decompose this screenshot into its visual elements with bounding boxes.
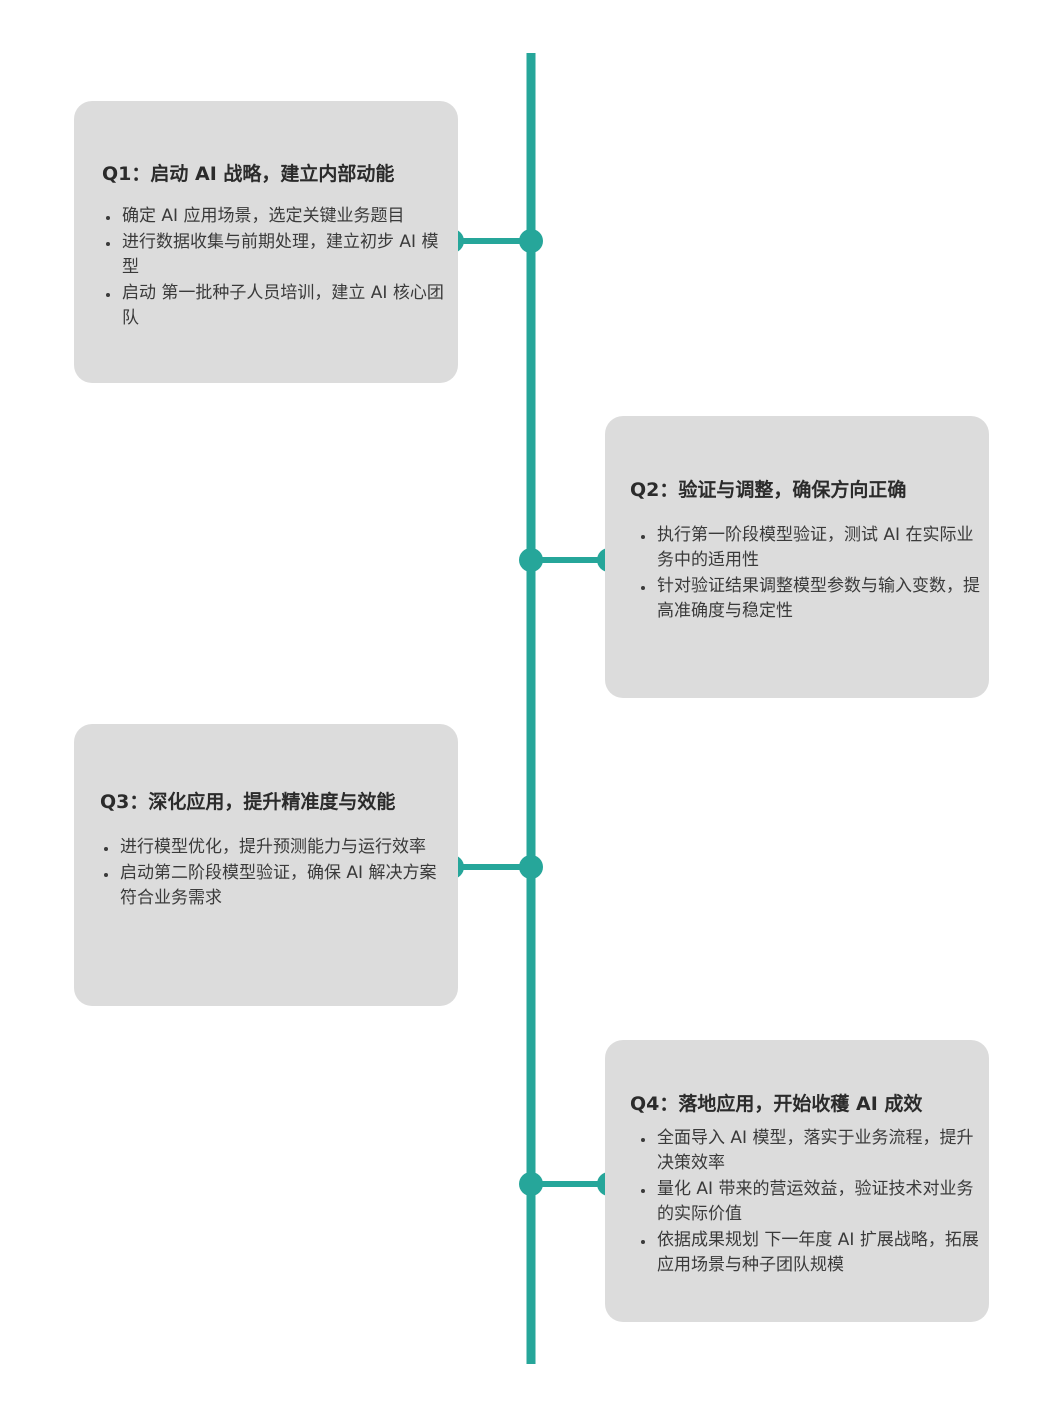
- phase-bullet-list: 全面导入 AI 模型，落实于业务流程，提升决策效率 量化 AI 带来的营运效益，…: [635, 1126, 990, 1279]
- phase-bullet: 启动 第一批种子人员培训，建立 AI 核心团队: [120, 281, 455, 331]
- phase-title: Q1：启动 AI 战略，建立内部动能: [102, 163, 395, 185]
- phase-bullet: 进行模型优化，提升预测能力与运行效率: [118, 835, 453, 860]
- phase-card-q3: Q3：深化应用，提升精准度与效能 进行模型优化，提升预测能力与运行效率 启动第二…: [74, 724, 458, 1006]
- phase-bullet: 全面导入 AI 模型，落实于业务流程，提升决策效率: [655, 1126, 990, 1176]
- phase-card-q1: Q1：启动 AI 战略，建立内部动能 确定 AI 应用场景，选定关键业务题目 进…: [74, 101, 458, 383]
- phase-bullet: 确定 AI 应用场景，选定关键业务题目: [120, 204, 455, 229]
- phase-bullet: 依据成果规划 下一年度 AI 扩展战略，拓展应用场景与种子团队规模: [655, 1228, 990, 1278]
- connector-dot-axis: [519, 855, 543, 879]
- phase-bullet: 针对验证结果调整模型参数与输入变数，提高准确度与稳定性: [655, 574, 990, 624]
- phase-bullet-list: 确定 AI 应用场景，选定关键业务题目 进行数据收集与前期处理，建立初步 AI …: [100, 204, 455, 332]
- phase-card-q4: Q4：落地应用，开始收穫 AI 成效 全面导入 AI 模型，落实于业务流程，提升…: [605, 1040, 989, 1322]
- connector-dot-axis: [519, 548, 543, 572]
- phase-bullet: 量化 AI 带来的营运效益，验证技术对业务的实际价值: [655, 1177, 990, 1227]
- phase-bullet: 执行第一阶段模型验证，测试 AI 在实际业务中的适用性: [655, 523, 990, 573]
- phase-card-q2: Q2：验证与调整，确保方向正确 执行第一阶段模型验证，测试 AI 在实际业务中的…: [605, 416, 989, 698]
- phase-title: Q2：验证与调整，确保方向正确: [630, 479, 907, 501]
- phase-bullet: 启动第二阶段模型验证，确保 AI 解决方案符合业务需求: [118, 861, 453, 911]
- phase-bullet: 进行数据收集与前期处理，建立初步 AI 模型: [120, 230, 455, 280]
- connector-dot-axis: [519, 1172, 543, 1196]
- phase-bullet-list: 执行第一阶段模型验证，测试 AI 在实际业务中的适用性 针对验证结果调整模型参数…: [635, 523, 990, 625]
- phase-bullet-list: 进行模型优化，提升预测能力与运行效率 启动第二阶段模型验证，确保 AI 解决方案…: [98, 835, 453, 912]
- phase-title: Q3：深化应用，提升精准度与效能: [100, 791, 396, 813]
- phase-title: Q4：落地应用，开始收穫 AI 成效: [630, 1093, 923, 1115]
- connector-dot-axis: [519, 229, 543, 253]
